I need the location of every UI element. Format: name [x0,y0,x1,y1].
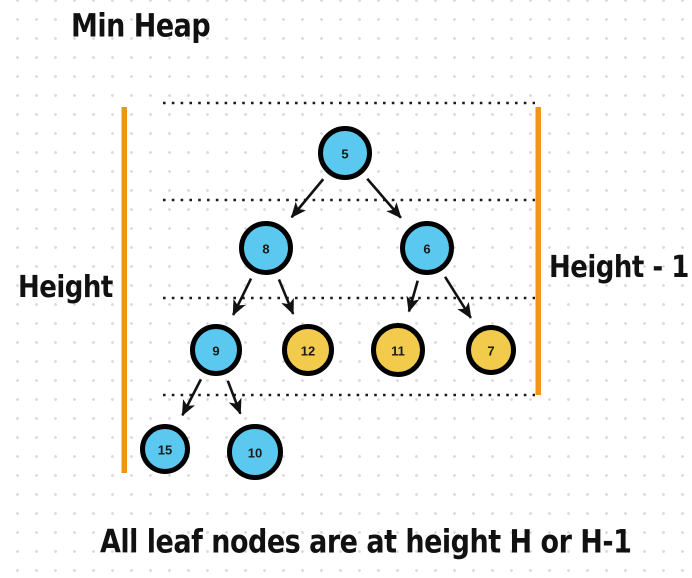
edge-n5-to-n6 [366,177,402,219]
tree-node-8[interactable] [239,221,293,275]
tree-node-10[interactable] [227,424,283,480]
tree-node-7[interactable] [466,325,516,375]
edge-n9-to-n15 [181,378,203,417]
bracket-bar-right [535,107,541,395]
edge-n8-to-n9 [231,277,253,316]
tree-nodes-group [140,126,516,480]
height-bracket-bars [121,107,541,473]
tree-node-6[interactable] [400,221,454,275]
tree-node-5[interactable] [318,126,372,180]
tree-node-9[interactable] [190,324,242,376]
tree-node-12[interactable] [282,324,334,376]
edge-n5-to-n8 [290,178,325,219]
tree-node-11[interactable] [371,323,425,377]
tree-node-15[interactable] [140,424,190,474]
height-bracket-label: Height [18,270,113,306]
page-title: Min Heap [71,8,211,45]
height-minus-one-bracket-label: Height - 1 [549,250,689,286]
edge-n8-to-n12 [277,278,295,315]
edge-n9-to-n10 [226,380,242,415]
edge-n6-to-n11 [406,280,420,313]
caption: All leaf nodes are at height H or H-1 [100,524,632,561]
edge-n6-to-n7 [443,276,472,319]
tree-edges-group [181,177,472,417]
level-lines-group [163,101,535,397]
bracket-bar-left [121,107,127,473]
